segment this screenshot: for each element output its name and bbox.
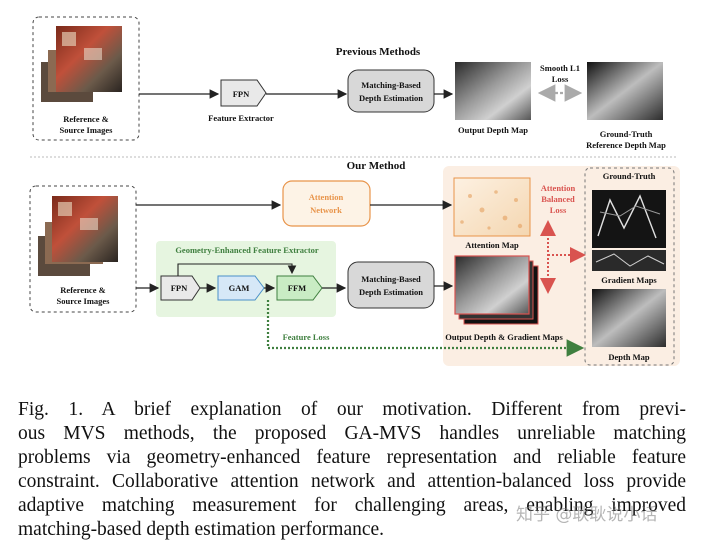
previous-matching-block <box>347 69 435 113</box>
ground-truth-label: Ground-Truth <box>603 171 656 181</box>
ours-matching-label-1: Matching-Based <box>361 274 421 284</box>
previous-output-depth-label: Output Depth Map <box>458 125 528 135</box>
caption-line-2: ous MVS methods, the proposed GA-MVS han… <box>18 423 686 444</box>
ffm-block <box>276 275 323 301</box>
caption-line-6: matching-based depth estimation performa… <box>18 519 385 540</box>
previous-feature-extractor-label: Feature Extractor <box>208 113 274 123</box>
previous-fpn-label: FPN <box>233 89 250 99</box>
depth-map-label: Depth Map <box>608 352 650 362</box>
ours-input-label-2: Source Images <box>57 296 111 306</box>
attention-network-label-2: Network <box>310 205 342 215</box>
previous-matching-label-2: Depth Estimation <box>359 93 423 103</box>
watermark: 知乎 @耿耿说小话 <box>516 505 658 525</box>
previous-gt-label-2: Reference Depth Map <box>586 140 666 150</box>
attention-map-image <box>453 177 531 237</box>
caption-line-4: constraint. Collaborative attention netw… <box>18 471 686 492</box>
gt-depth-map-image <box>592 289 666 347</box>
our-method-title: Our Method <box>347 160 406 172</box>
ours-matching-label-2: Depth Estimation <box>359 287 423 297</box>
ours-input-box <box>29 185 137 313</box>
previous-matching-label-1: Matching-Based <box>361 80 421 90</box>
previous-gt-label-1: Ground-Truth <box>600 129 653 139</box>
ab-loss-label-3: Loss <box>550 205 567 215</box>
previous-methods-title: Previous Methods <box>336 46 421 58</box>
ours-input-images <box>38 196 118 276</box>
gam-label: GAM <box>229 283 250 293</box>
previous-fpn-block <box>220 79 267 107</box>
gt-gradient-maps-image <box>592 190 666 271</box>
ours-input-label-1: Reference & <box>60 285 105 295</box>
ours-fpn-label: FPN <box>171 283 188 293</box>
output-maps-label: Output Depth & Gradient Maps <box>445 332 563 342</box>
ffm-label: FFM <box>288 283 306 293</box>
caption-line-1: Fig. 1. A brief explanation of our motiv… <box>18 399 686 420</box>
previous-input-label-2: Source Images <box>60 125 114 135</box>
method-figure: Previous Methods Reference & Source Imag… <box>29 16 680 366</box>
smooth-l1-label-2: Loss <box>552 74 569 84</box>
caption-line-3: problems via geometry-enhanced feature r… <box>18 447 686 468</box>
attention-network-block <box>282 180 371 227</box>
feature-loss-label: Feature Loss <box>283 332 331 342</box>
caption-line-5: adaptive matching measurement for challe… <box>18 495 686 516</box>
attention-map-texture <box>460 190 523 230</box>
output-depth-gradient-stack <box>454 255 539 325</box>
previous-output-depth-image <box>455 62 531 120</box>
gradient-maps-label: Gradient Maps <box>601 275 657 285</box>
feature-loss-arrow <box>266 300 585 357</box>
fpn-skip-connection <box>177 263 297 276</box>
attention-map-label: Attention Map <box>465 240 519 250</box>
ab-loss-label-2: Balanced <box>541 194 575 204</box>
ab-loss-label-1: Attention <box>541 183 576 193</box>
previous-gt-depth-image <box>587 62 663 120</box>
smooth-l1-label-1: Smooth L1 <box>540 63 580 73</box>
previous-input-box <box>32 16 140 141</box>
gam-block <box>217 275 265 301</box>
gefe-title: Geometry-Enhanced Feature Extractor <box>175 245 319 255</box>
previous-input-images <box>41 26 122 102</box>
previous-input-label-1: Reference & <box>63 114 108 124</box>
attention-network-label-1: Attention <box>309 192 344 202</box>
ours-matching-block <box>347 261 435 309</box>
ours-fpn-block <box>160 275 201 301</box>
ground-truth-box <box>584 167 675 366</box>
